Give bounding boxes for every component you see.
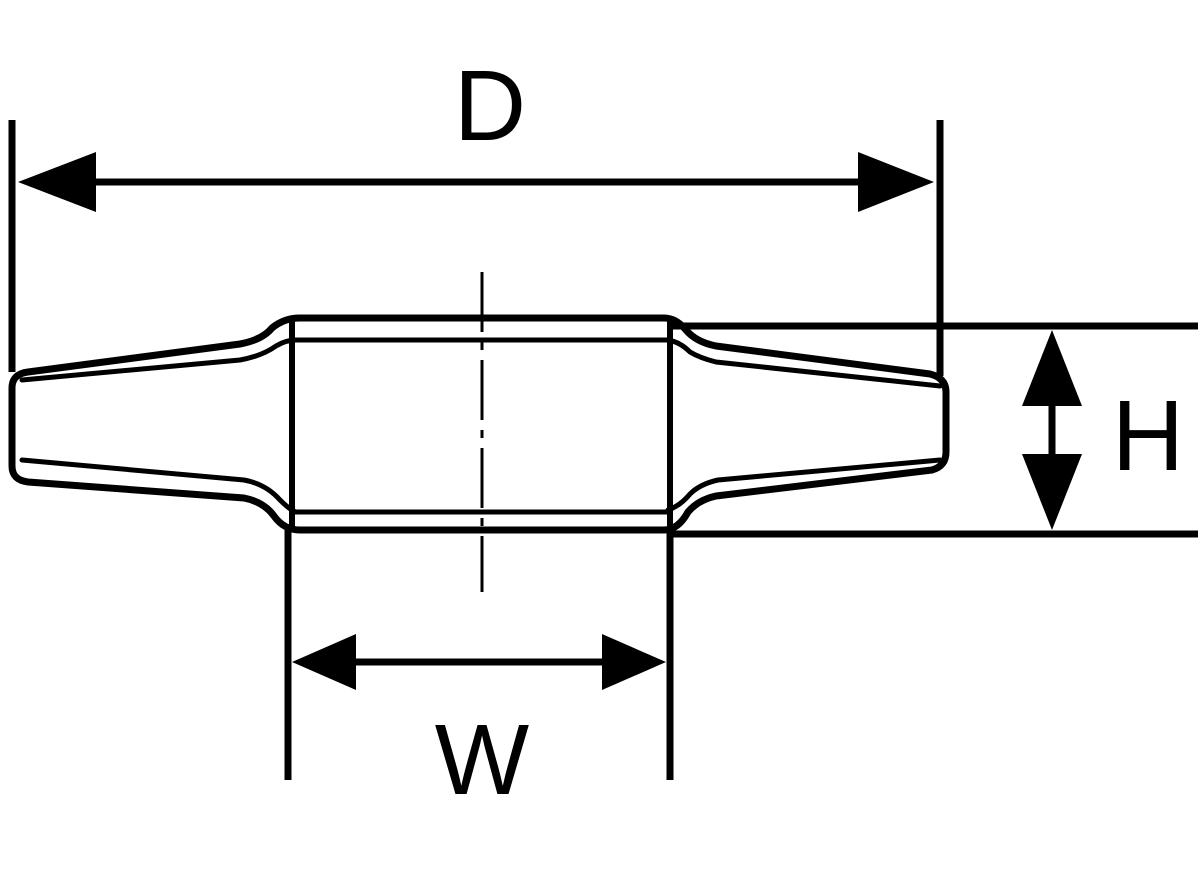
dimension-w [284,530,674,780]
w-label: W [435,704,530,816]
w-arrow-right [602,634,666,690]
dimension-d [8,120,944,376]
dimension-h [672,322,1198,538]
h-arrow-top [1022,330,1082,406]
d-arrow-left [18,152,96,212]
h-label: H [1112,380,1184,492]
left-flange-inner-top [19,337,299,383]
h-arrow-bottom [1022,454,1082,530]
d-arrow-right [858,152,934,212]
d-label: D [454,50,526,162]
right-flange-inner-top [665,337,943,389]
grommet-outline [8,314,950,534]
right-flange-inner-bottom [665,457,943,513]
grommet-body [8,314,950,534]
w-arrow-left [292,634,356,690]
